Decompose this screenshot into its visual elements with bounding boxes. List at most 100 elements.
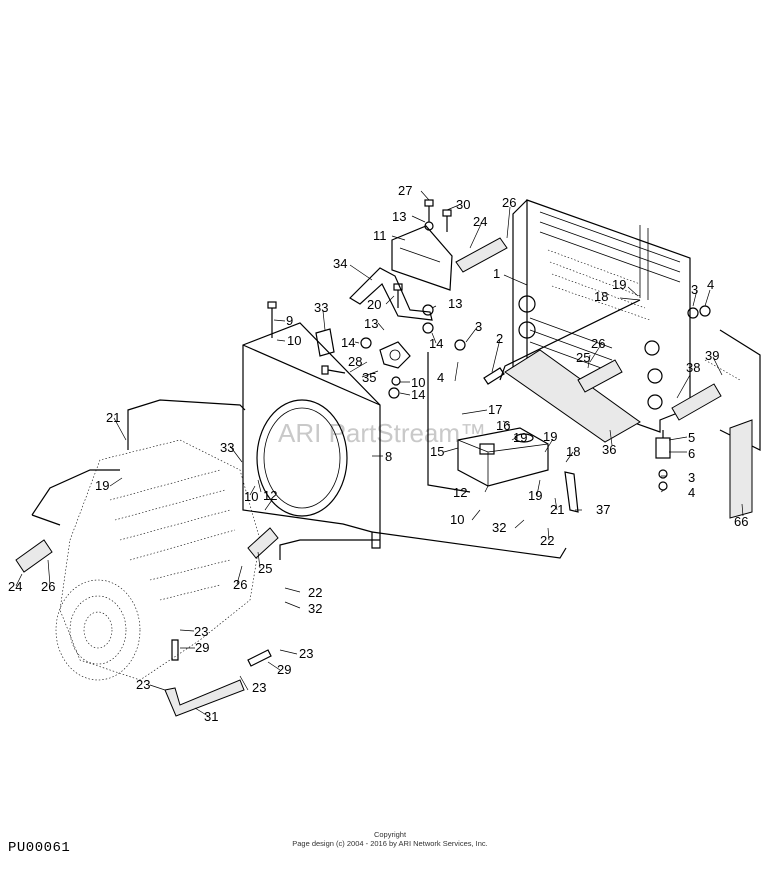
callout-23[interactable]: 23 xyxy=(136,677,150,692)
hose-31[interactable] xyxy=(164,679,245,717)
callout-21[interactable]: 21 xyxy=(106,410,120,425)
callout-22[interactable]: 22 xyxy=(540,533,554,548)
bolt-27[interactable] xyxy=(424,199,434,222)
callout-12[interactable]: 12 xyxy=(263,488,277,503)
callout-8[interactable]: 8 xyxy=(385,449,392,464)
callout-17[interactable]: 17 xyxy=(488,402,502,417)
nut-14-low[interactable] xyxy=(388,387,400,399)
callout-26[interactable]: 26 xyxy=(233,577,247,592)
callout-36[interactable]: 36 xyxy=(602,442,616,457)
callout-10[interactable]: 10 xyxy=(411,375,425,390)
hose-24-upper[interactable] xyxy=(455,237,508,273)
callout-9[interactable]: 9 xyxy=(286,313,293,328)
callout-34[interactable]: 34 xyxy=(333,256,347,271)
callout-30[interactable]: 30 xyxy=(456,197,470,212)
callout-23[interactable]: 23 xyxy=(299,646,313,661)
nut-13-mid[interactable] xyxy=(422,304,434,316)
callout-37[interactable]: 37 xyxy=(596,502,610,517)
callout-16[interactable]: 16 xyxy=(496,418,510,433)
callout-19[interactable]: 19 xyxy=(612,277,626,292)
callout-13[interactable]: 13 xyxy=(364,316,378,331)
hose-25-upper[interactable] xyxy=(577,359,623,393)
callout-27[interactable]: 27 xyxy=(398,183,412,198)
callout-20[interactable]: 20 xyxy=(367,297,381,312)
callout-13[interactable]: 13 xyxy=(392,209,406,224)
callout-33[interactable]: 33 xyxy=(220,440,234,455)
callout-14[interactable]: 14 xyxy=(341,335,355,350)
callout-32[interactable]: 32 xyxy=(492,520,506,535)
clamp-33-upper[interactable] xyxy=(315,328,335,357)
callout-29[interactable]: 29 xyxy=(195,640,209,655)
callout-38[interactable]: 38 xyxy=(686,360,700,375)
callout-19[interactable]: 19 xyxy=(95,478,109,493)
nut-14-left[interactable] xyxy=(360,337,372,349)
callout-32[interactable]: 32 xyxy=(308,601,322,616)
callout-26[interactable]: 26 xyxy=(502,195,516,210)
callout-10[interactable]: 10 xyxy=(244,489,258,504)
callout-4[interactable]: 4 xyxy=(688,485,695,500)
callout-1[interactable]: 1 xyxy=(493,266,500,281)
hose-25-lower[interactable] xyxy=(247,527,279,559)
callout-26[interactable]: 26 xyxy=(41,579,55,594)
callout-3[interactable]: 3 xyxy=(688,470,695,485)
callout-24[interactable]: 24 xyxy=(473,214,487,229)
callout-26[interactable]: 26 xyxy=(591,336,605,351)
hose-24-lower[interactable] xyxy=(15,539,53,573)
fan-shroud-8[interactable] xyxy=(242,322,381,549)
bolt-28[interactable] xyxy=(321,365,346,375)
callout-2[interactable]: 2 xyxy=(496,331,503,346)
callout-25[interactable]: 25 xyxy=(576,350,590,365)
hose-37[interactable] xyxy=(564,471,579,513)
callout-13[interactable]: 13 xyxy=(448,296,462,311)
isolator-6[interactable] xyxy=(655,430,671,491)
callout-3[interactable]: 3 xyxy=(691,282,698,297)
callout-21[interactable]: 21 xyxy=(550,502,564,517)
callout-19[interactable]: 19 xyxy=(513,430,527,445)
washer-10-mid[interactable] xyxy=(391,376,401,386)
callout-15[interactable]: 15 xyxy=(430,444,444,459)
callout-39[interactable]: 39 xyxy=(705,348,719,363)
callout-3[interactable]: 3 xyxy=(475,319,482,334)
hose-38[interactable] xyxy=(671,383,722,421)
callout-25[interactable]: 25 xyxy=(258,561,272,576)
callout-11[interactable]: 11 xyxy=(373,228,387,243)
callout-31[interactable]: 31 xyxy=(204,709,218,724)
callout-14[interactable]: 14 xyxy=(429,336,443,351)
clamp-35[interactable] xyxy=(379,341,411,369)
callout-10[interactable]: 10 xyxy=(287,333,301,348)
callout-23[interactable]: 23 xyxy=(194,624,208,639)
reservoir-15[interactable] xyxy=(457,427,549,487)
callout-19[interactable]: 19 xyxy=(528,488,542,503)
callout-35[interactable]: 35 xyxy=(362,370,376,385)
bolt-30[interactable] xyxy=(442,209,452,232)
callout-5[interactable]: 5 xyxy=(688,430,695,445)
foam-seal-66[interactable] xyxy=(729,419,753,519)
callout-6[interactable]: 6 xyxy=(688,446,695,461)
callout-66[interactable]: 66 xyxy=(734,514,748,529)
callout-12[interactable]: 12 xyxy=(453,485,467,500)
bolt-9[interactable] xyxy=(267,301,277,338)
coolant-line[interactable] xyxy=(31,299,641,560)
bracket-11[interactable] xyxy=(391,225,453,291)
callout-22[interactable]: 22 xyxy=(308,585,322,600)
nut-3-center[interactable] xyxy=(454,339,466,351)
callout-24[interactable]: 24 xyxy=(8,579,22,594)
callout-18[interactable]: 18 xyxy=(566,444,580,459)
fitting-2[interactable] xyxy=(483,367,505,385)
callout-4[interactable]: 4 xyxy=(707,277,714,292)
callout-33[interactable]: 33 xyxy=(314,300,328,315)
callout-29[interactable]: 29 xyxy=(277,662,291,677)
callout-19[interactable]: 19 xyxy=(543,429,557,444)
callout-23[interactable]: 23 xyxy=(252,680,266,695)
nut-14-mid[interactable] xyxy=(422,322,434,334)
fitting-29-right[interactable] xyxy=(247,649,272,667)
bracket-34[interactable] xyxy=(349,267,433,321)
fitting-29-left[interactable] xyxy=(171,639,179,661)
bolt-20[interactable] xyxy=(393,283,403,308)
callout-14[interactable]: 14 xyxy=(411,387,425,402)
callout-18[interactable]: 18 xyxy=(594,289,608,304)
nut-13-upper[interactable] xyxy=(424,221,434,231)
callout-28[interactable]: 28 xyxy=(348,354,362,369)
callout-10[interactable]: 10 xyxy=(450,512,464,527)
nut-4-right[interactable] xyxy=(699,305,711,317)
